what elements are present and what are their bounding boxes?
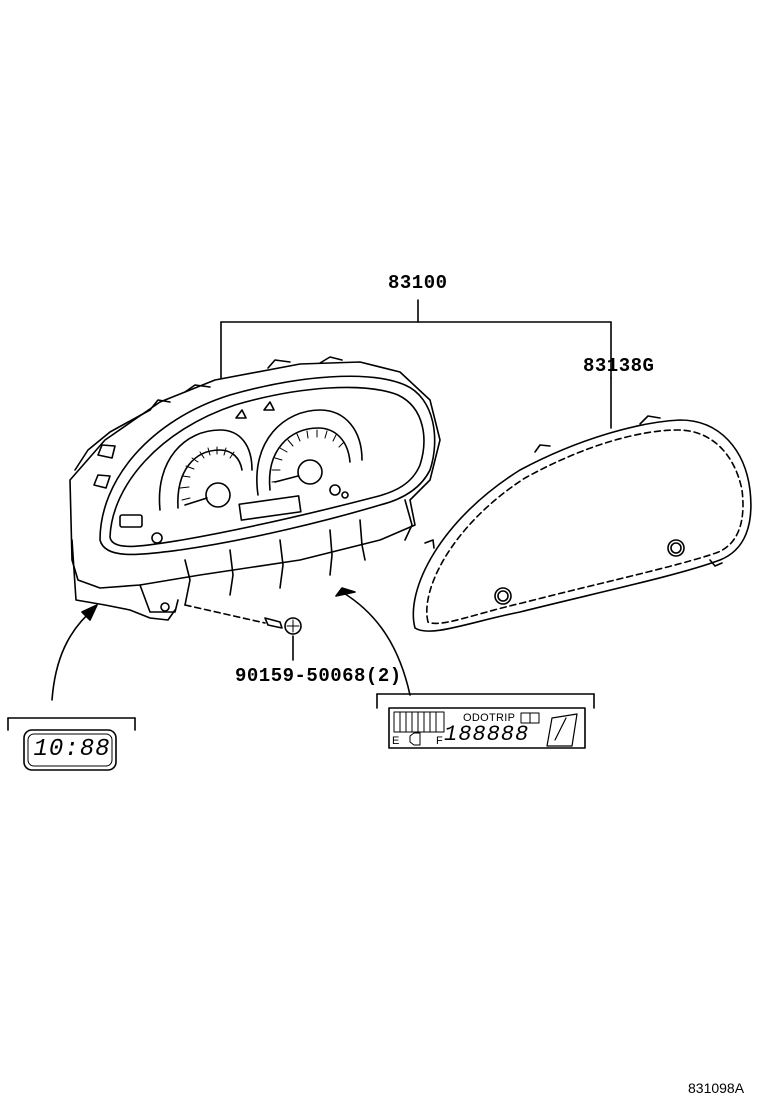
lcd-odometer-digits: 188888 xyxy=(444,722,530,747)
part-label-cluster: 83100 xyxy=(388,272,448,294)
arrow-to-lcd xyxy=(335,587,411,696)
part-label-lens: 83138G xyxy=(583,355,655,377)
lcd-fuel-full-label: F xyxy=(436,735,443,747)
part-label-screw: 90159-50068(2) xyxy=(235,665,402,687)
screw-90159 xyxy=(264,617,302,661)
clock-detail xyxy=(7,717,136,771)
lcd-detail xyxy=(376,693,595,749)
lcd-fuel-empty-label: E xyxy=(392,735,400,747)
leader-bracket-83100 xyxy=(220,299,612,429)
diagram-code: 831098A xyxy=(688,1080,745,1096)
screw-dashed-line xyxy=(184,604,266,624)
lens-cover-83138G xyxy=(412,415,752,632)
lcd-odotrip-label: ODOTRIP xyxy=(463,712,516,724)
instrument-cluster-83100 xyxy=(69,356,441,621)
clock-display-digits: 10:88 xyxy=(33,736,111,763)
arrow-to-clock xyxy=(51,604,98,701)
